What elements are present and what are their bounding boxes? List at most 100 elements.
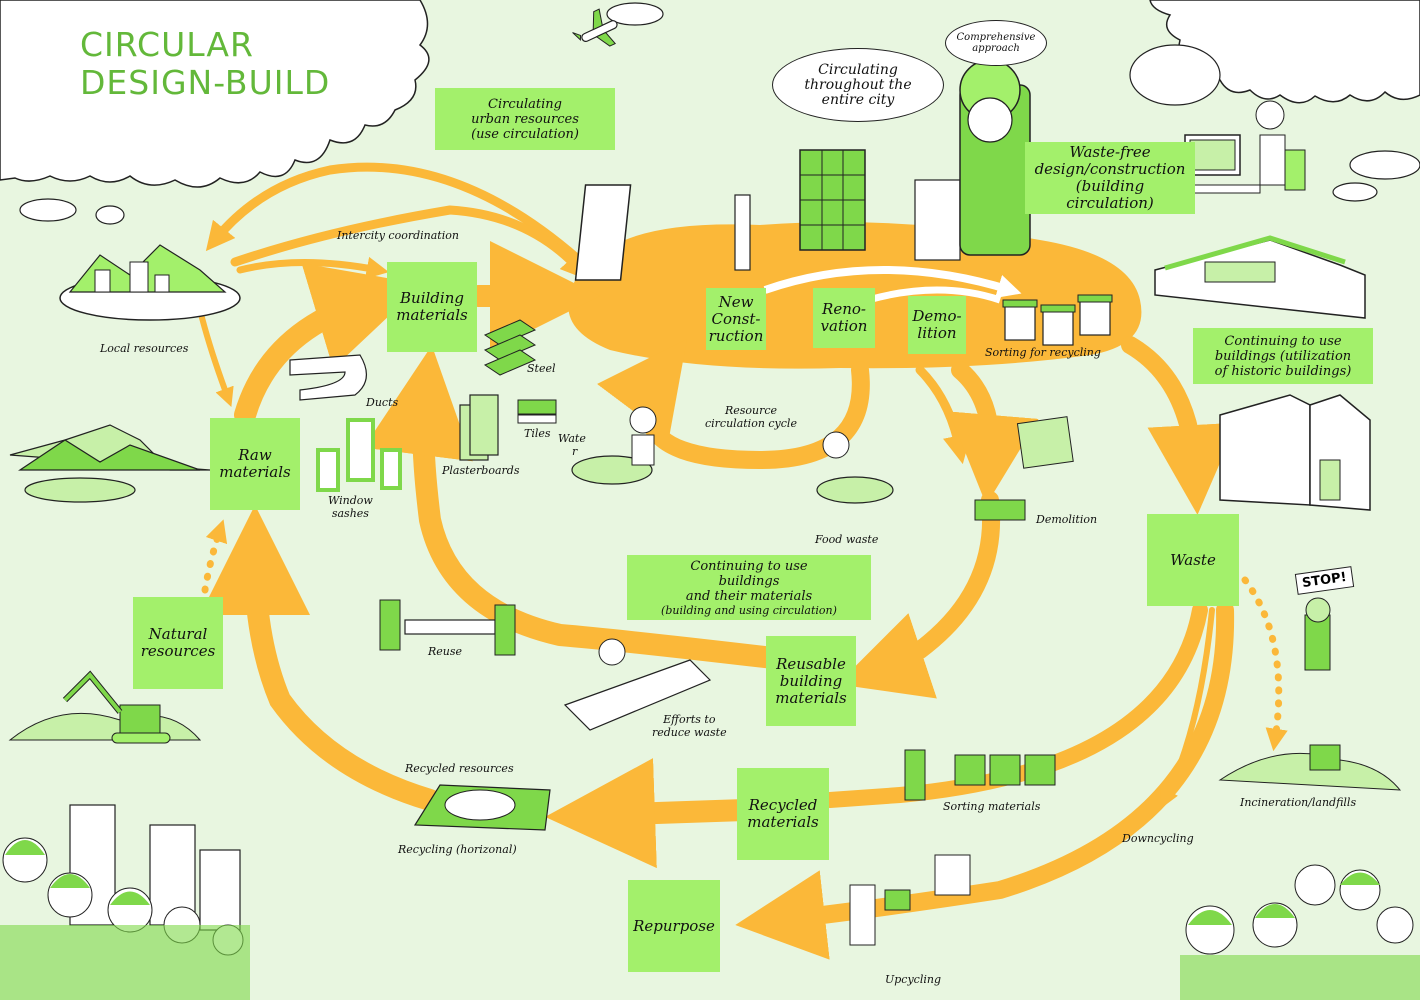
continuing-materials-line-4: (building and using circulation) (661, 603, 837, 617)
new-construction-line-1: New (718, 292, 754, 311)
white-arrow-renovation (867, 286, 1002, 304)
reusable-line-1: Reusable (776, 654, 846, 673)
recycled-materials-line-1: Recycled (748, 796, 818, 814)
label-resource-circulation-cycle: Resource circulation cycle (705, 404, 797, 430)
label-ducts: Ducts (366, 396, 399, 409)
illustration-materials (289, 319, 557, 492)
box-waste: Waste (1147, 514, 1239, 606)
label-window-sashes: Window sashes (328, 494, 373, 520)
box-raw-materials: Raw materials (210, 418, 300, 510)
box-natural-resources: Natural resources (133, 597, 223, 689)
box-historic-buildings: Continuing to use buildings (utilization… (1193, 328, 1373, 384)
small-clouds (19, 2, 1420, 225)
historic-line-1: Continuing to use (1224, 333, 1342, 349)
label-intercity-coordination: Intercity coordination (337, 229, 459, 242)
label-water-part-1: Wate (558, 432, 586, 445)
speech-bubble-comprehensive: Comprehensive approach (945, 20, 1047, 66)
illustration-crowd-right (1180, 864, 1420, 1000)
bubble-comprehensive-line-1: Comprehensive (956, 32, 1036, 43)
label-plasterboards: Plasterboards (442, 464, 520, 477)
illustration-excavator-left (8, 670, 202, 744)
reusable-line-3: materials (775, 688, 847, 707)
label-water: Wate r (558, 432, 586, 458)
new-construction-line-2: Const- (711, 309, 761, 328)
new-construction-line-3: ruction (708, 326, 764, 345)
arrow-resource-cycle (597, 338, 870, 470)
waste-free-line-2: design/construction (1034, 160, 1186, 178)
illustration-people-activities (379, 406, 1402, 946)
label-resource-cycle-line-1: Resource (724, 404, 778, 417)
label-local-resources: Local resources (100, 342, 189, 355)
label-water-part-2: r (572, 445, 578, 458)
demolition-box-line-2: lition (917, 324, 957, 342)
recycled-materials-line-2: materials (747, 813, 819, 831)
raw-materials-line-2: materials (219, 463, 291, 481)
illustration-sorting-bins (1002, 294, 1113, 346)
illustration-city-buildings (574, 59, 1031, 281)
box-demolition: Demo- lition (908, 296, 966, 354)
bubble-city-line-2: throughout the (804, 76, 912, 93)
label-recycling-horizontal: Recycling (horizonal) (398, 843, 517, 856)
arrow-waste-to-recycled (822, 602, 1208, 808)
repurpose-label: Repurpose (633, 916, 715, 935)
waste-free-line-4: circulation) (1066, 194, 1154, 212)
waste-free-line-1: Waste-free (1069, 143, 1151, 161)
bubble-comprehensive-line-2: approach (972, 43, 1020, 54)
box-reusable-building-materials: Reusable building materials (766, 636, 856, 726)
building-materials-line-2: materials (396, 306, 468, 324)
label-incineration-landfills: Incineration/landfills (1240, 796, 1357, 809)
box-building-materials: Building materials (387, 262, 477, 352)
arrow-intercity-lower (230, 205, 590, 281)
bubble-city-line-1: Circulating (818, 61, 898, 78)
label-demolition: Demolition (1036, 513, 1098, 526)
label-recycled-resources: Recycled resources (405, 762, 514, 775)
label-sorting-materials: Sorting materials (943, 800, 1041, 813)
box-new-construction: New Const- ruction (706, 288, 766, 350)
arrow-recycled-to-recycling (545, 758, 756, 869)
label-upcycling: Upcycling (885, 973, 942, 986)
bubble-city-line-3: entire city (821, 91, 895, 108)
box-continuing-buildings-materials: Continuing to use buildings and their ma… (627, 555, 871, 620)
natural-resources-line-1: Natural (148, 625, 208, 643)
continuing-materials-line-1: Continuing to use (690, 558, 808, 574)
arrow-demolition-to-reusable (837, 491, 1001, 699)
continuing-materials-line-2: buildings (718, 573, 780, 589)
arrow-hub-to-demolition-1 (915, 365, 972, 465)
box-circulating-urban-resources: Circulating urban resources (use circula… (435, 88, 615, 150)
historic-line-3: of historic buildings) (1214, 363, 1352, 379)
waste-free-line-3: (building (1075, 177, 1145, 195)
continuing-materials-line-3: and their materials (685, 588, 813, 604)
natural-resources-line-2: resources (140, 642, 216, 660)
arrow-hub-to-waste (1121, 336, 1238, 515)
arrow-hub-to-demolition-2 (948, 361, 1039, 505)
urban-resources-line-1: Circulating (488, 96, 562, 112)
urban-resources-line-3: (use circulation) (471, 126, 579, 142)
illustration-modern-building (1219, 394, 1371, 511)
historic-line-2: buildings (utilization (1214, 348, 1352, 364)
box-recycled-materials: Recycled materials (737, 768, 829, 860)
arrow-intercity-top (205, 162, 595, 275)
label-downcycling: Downcycling (1122, 832, 1194, 845)
label-efforts-to-reduce-waste: Efforts to reduce waste (652, 713, 727, 739)
arrow-local-to-building (236, 256, 389, 279)
cloud-top-left (0, 0, 430, 188)
white-arrow-new-construction (763, 266, 1022, 298)
label-food-waste: Food waste (815, 533, 879, 546)
illustration-historic-building (1154, 235, 1366, 319)
renovation-line-2: vation (820, 317, 868, 335)
building-materials-line-1: Building (400, 289, 464, 307)
label-reuse: Reuse (428, 645, 463, 658)
illustration-local-resources (59, 244, 241, 321)
diagram-title: CIRCULAR DESIGN-BUILD (80, 26, 330, 102)
renovation-line-1: Reno- (822, 300, 866, 318)
box-repurpose: Repurpose (628, 880, 720, 972)
arrow-natural-to-raw (201, 519, 228, 594)
reusable-line-2: building (779, 671, 843, 690)
urban-resources-line-2: urban resources (471, 111, 579, 127)
label-steel: Steel (527, 362, 556, 375)
raw-materials-line-1: Raw (238, 446, 272, 464)
label-efforts-line-1: Efforts to (663, 713, 716, 726)
illustration-mountains (9, 424, 211, 503)
arrow-waste-to-incineration (1241, 576, 1288, 752)
